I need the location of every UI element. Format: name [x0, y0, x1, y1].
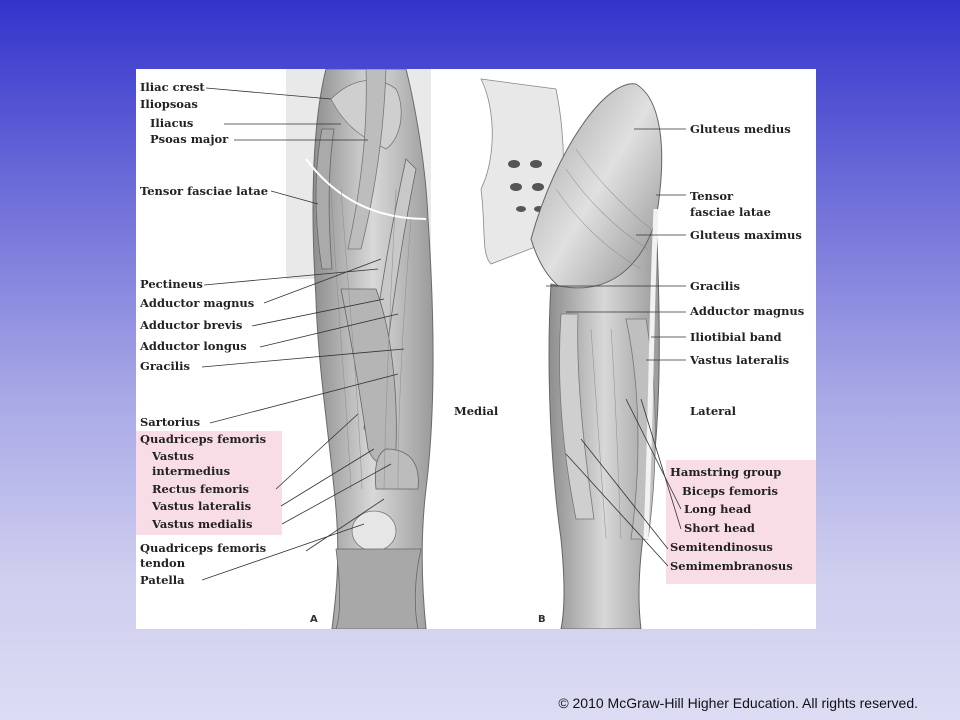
label-semimembranosus: Semimembranosus	[670, 559, 793, 573]
label-tensor-fasciae-latae-a: Tensor fasciae latae	[140, 184, 269, 198]
label-biceps-femoris: Biceps femoris	[682, 484, 778, 498]
label-iliopsoas: Iliopsoas	[140, 97, 198, 111]
label-gluteus-medius: Gluteus medius	[690, 122, 791, 136]
label-sartorius: Sartorius	[140, 415, 201, 429]
copyright-notice: © 2010 McGraw-Hill Higher Education. All…	[558, 695, 918, 711]
leader-lines-b	[546, 128, 686, 567]
label-iliotibial-band: Iliotibial band	[690, 330, 782, 344]
label-adductor-longus: Adductor longus	[140, 339, 247, 353]
label-hamstring-group: Hamstring group	[670, 465, 782, 479]
label-psoas-major: Psoas major	[150, 132, 229, 146]
label-gracilis-b: Gracilis	[690, 279, 740, 293]
label-vastus-lateralis-b: Vastus lateralis	[690, 353, 790, 367]
label-iliacus: Iliacus	[150, 116, 194, 130]
label-adductor-magnus-b: Adductor magnus	[690, 304, 805, 318]
label-adductor-brevis: Adductor brevis	[140, 318, 243, 332]
muscle-illustration: A B	[201, 69, 686, 629]
label-medial: Medial	[454, 404, 499, 418]
anterior-thigh-drawing	[286, 69, 434, 629]
quadriceps-highlight	[136, 431, 282, 535]
label-pectineus: Pectineus	[140, 277, 203, 291]
label-quadriceps-femoris: Quadriceps femoris	[140, 432, 267, 446]
label-adductor-magnus-a: Adductor magnus	[140, 296, 255, 310]
label-short-head: Short head	[684, 521, 755, 535]
label-tensor-b-2: fasciae latae	[690, 205, 771, 219]
panel-letter-a: A	[310, 614, 318, 625]
label-semitendinosus: Semitendinosus	[670, 540, 773, 554]
label-rectus-femoris: Rectus femoris	[152, 482, 250, 496]
label-quad-tendon-1: Quadriceps femoris	[140, 541, 267, 555]
label-long-head: Long head	[684, 502, 752, 516]
hamstring-highlight	[666, 460, 816, 584]
label-quad-tendon-2: tendon	[140, 556, 186, 570]
label-vastus-lateralis-a: Vastus lateralis	[152, 499, 252, 513]
label-gluteus-maximus: Gluteus maximus	[690, 228, 802, 242]
panel-letter-b: B	[538, 614, 546, 625]
leader-lines-a	[201, 87, 405, 581]
label-vastus-medialis: Vastus medialis	[152, 517, 253, 531]
label-tensor-b-1: Tensor	[690, 189, 734, 203]
label-intermedius: intermedius	[152, 464, 231, 478]
label-lateral: Lateral	[690, 404, 737, 418]
figure-panel: A B Iliac crest Iliopsoas Iliacus Psoas …	[136, 69, 816, 629]
posterior-thigh-drawing	[480, 78, 663, 629]
label-patella: Patella	[140, 573, 185, 587]
label-vastus: Vastus	[152, 449, 194, 463]
label-gracilis-a: Gracilis	[140, 359, 190, 373]
label-iliac-crest: Iliac crest	[140, 80, 205, 94]
